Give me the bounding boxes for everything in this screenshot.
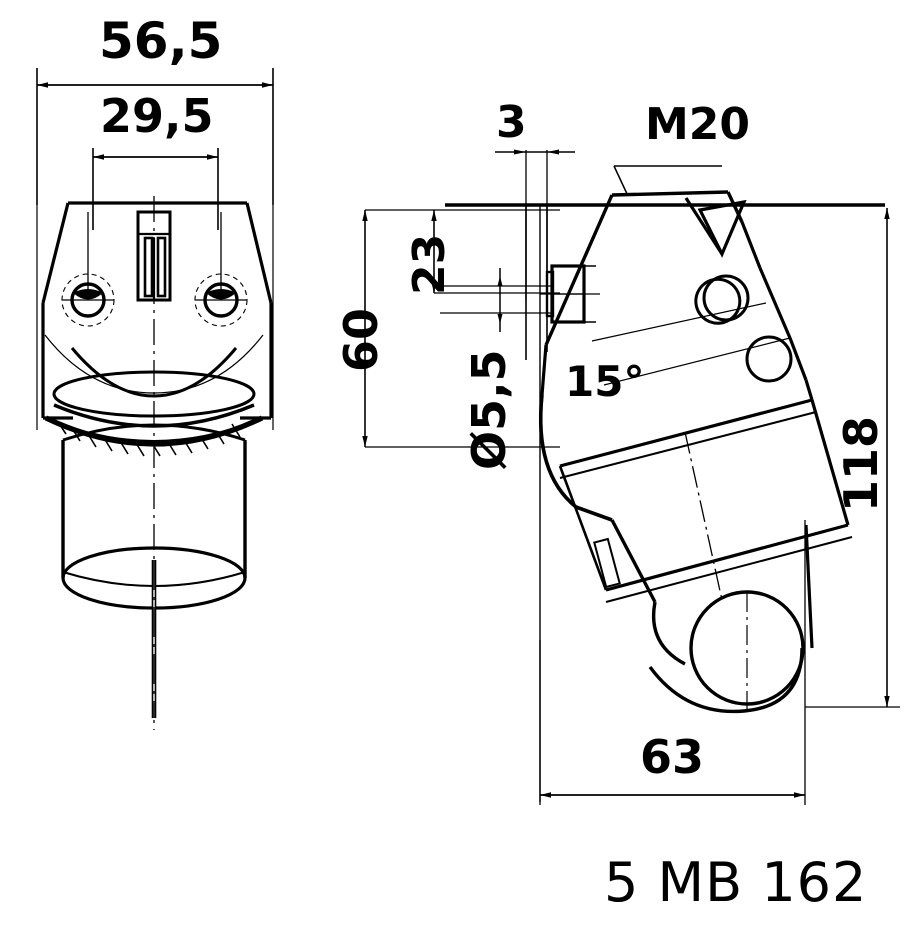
dimension-height-upper: 60: [334, 307, 388, 372]
dimension-hole-center-height: 23: [404, 233, 455, 295]
dimension-plate-thickness: 3: [496, 97, 527, 148]
dimension-depth-overall: 63: [640, 730, 705, 784]
dimension-angle: 15°: [565, 357, 645, 406]
dimension-height-overall: 118: [834, 415, 888, 512]
dimension-width-overall: 56,5: [99, 12, 223, 70]
dimension-thread-m20: M20: [645, 99, 751, 150]
drawing-title: 5 MB 162: [604, 851, 868, 914]
dimension-width-inner: 29,5: [100, 89, 214, 143]
dimension-hole-diameter: Ø5,5: [462, 349, 516, 470]
